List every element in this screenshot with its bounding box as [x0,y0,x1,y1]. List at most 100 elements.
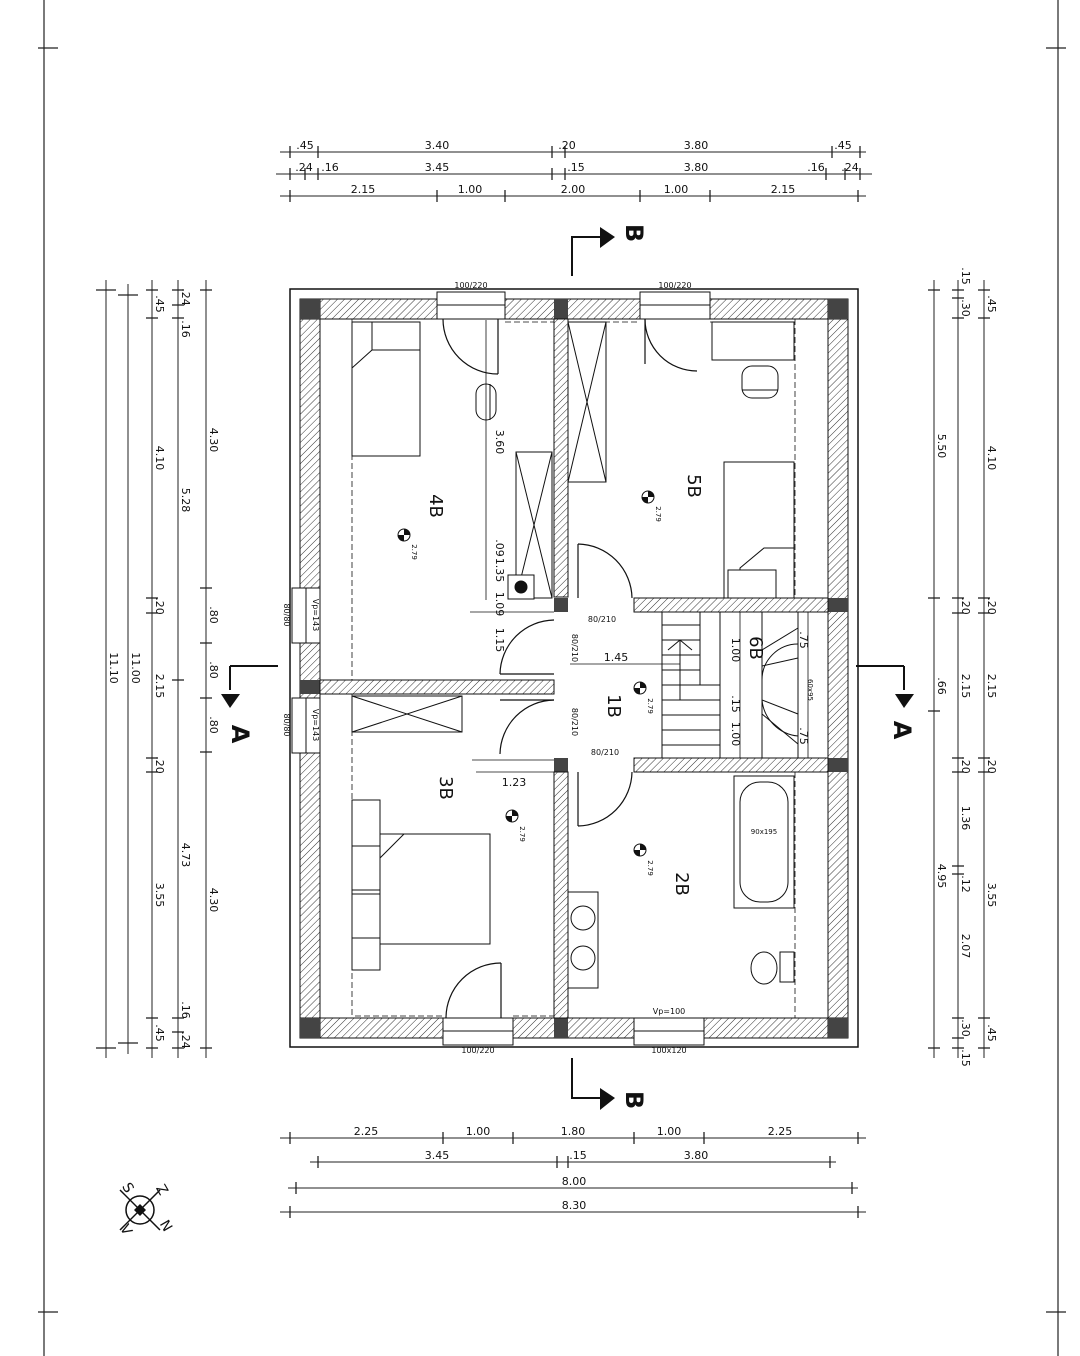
dim-label: .24 [295,161,313,174]
dim-label: 8.00 [562,1175,587,1188]
dim-label: 1.09 [493,592,506,617]
bed-4b [351,321,421,457]
room-label-5b: 5B [683,474,704,498]
dim-label: .15 [959,267,972,285]
dim-label: .66 [935,677,948,695]
dim-label: 1.15 [493,628,506,653]
dim-label: .45 [834,139,852,152]
dim-label: 4.30 [207,888,220,913]
dim-label: .75 [797,631,810,649]
opening-label: Vp=143 [311,599,320,632]
section-markers [229,236,905,1099]
section-label-a-right: A [888,721,916,740]
dim-label: .24 [841,161,859,174]
opening-label: 80/80 [282,603,291,626]
desk-5b [711,321,795,361]
top-dimensions [276,146,872,202]
opening-label: 80/210 [588,615,616,624]
dim-label: 3.45 [425,1149,450,1162]
dim-label: 2.15 [985,674,998,699]
dim-label: .20 [153,597,166,615]
compass-letter: N [156,1217,175,1234]
dim-label: 3.55 [985,883,998,908]
opening-label: 100x120 [651,1046,686,1055]
dim-label: 11.10 [107,652,120,684]
interior-dimension-lines [470,320,809,773]
dim-label: 4.73 [179,843,192,868]
section-arrows [221,227,914,1110]
dim-label: .45 [985,1024,998,1042]
dim-label: 1.80 [561,1125,586,1138]
section-label-b-top: B [620,224,648,242]
opening-label: 80/210 [570,708,579,736]
dim-label: 4.10 [153,446,166,471]
dim-label: .24 [179,288,192,306]
opening-label: 80/210 [591,748,619,757]
dim-label: 2.25 [768,1125,793,1138]
dim-label: 2.15 [771,183,796,196]
dim-label: 3.55 [153,883,166,908]
dim-label: 1.00 [466,1125,491,1138]
dim-label: 3.80 [684,161,709,174]
dim-label: 3.80 [684,1149,709,1162]
compass-letter: V [116,1222,135,1239]
level-label: 2.79 [410,544,418,560]
dim-label: .15 [567,161,585,174]
dim-label: 4.30 [207,428,220,453]
room-labels: 4B 5B 6B 1B 3B 2B [425,474,766,896]
dim-label: .15 [569,1149,587,1162]
level-marker-icon [633,681,647,695]
level-marker-icon [633,843,647,857]
level-marker-icon [397,528,411,542]
dim-label: .45 [153,1024,166,1042]
level-markers: 2.79 2.79 2.79 2.79 2.79 [397,490,662,876]
toilet [750,951,778,985]
level-label: 2.79 [518,826,526,842]
level-label: 2.79 [646,698,654,714]
dim-label: 3.60 [493,430,506,455]
dim-label: 1.00 [664,183,689,196]
dim-label: 8.30 [562,1199,587,1212]
window-glass [305,304,710,1032]
interior-walls [319,318,829,1019]
chair-5b [741,365,779,399]
dim-label: .16 [807,161,825,174]
dim-label: .20 [959,597,972,615]
sink-1 [570,905,596,931]
dim-label: .30 [959,1019,972,1037]
interior-dimension-labels: 3.60 .09 1.35 1.09 1.15 1.45 1.23 1.00 .… [493,430,814,836]
dim-label: 2.15 [959,674,972,699]
opening-label: 80/80 [282,713,291,736]
bottom-dimensions [280,1132,866,1218]
dim-label: 1.00 [729,722,742,747]
dim-label: 1.36 [959,806,972,831]
dim-label: .80 [207,606,220,624]
dim-label: .09 [493,539,506,557]
section-label-a-left: A [226,725,254,744]
dim-label: 1.23 [502,776,527,789]
dim-label: .20 [558,139,576,152]
dim-label: .20 [153,756,166,774]
dim-label: .15 [959,1049,972,1067]
right-dimension-labels: 5.50 .66 4.95 .15 .30 .20 2.15 .20 1.36 … [935,267,998,1067]
dim-label: 4.95 [935,864,948,889]
top-dimension-labels: .45 3.40 .20 3.80 .45 .24 .16 3.45 .15 3… [295,139,859,196]
opening-label: Vp=100 [653,1007,686,1016]
dim-label: .12 [959,875,972,893]
doors [442,318,698,1019]
dim-label: .45 [153,295,166,313]
dim-label: 2.15 [351,183,376,196]
dim-label: 2.00 [561,183,586,196]
level-marker-icon [641,490,655,504]
dim-label: .24 [179,1031,192,1049]
level-label: 2.79 [654,506,662,522]
dim-label: 60x95 [806,679,814,701]
dim-label: .16 [179,320,192,338]
room-label-3b: 3B [435,776,456,800]
dim-label: .30 [959,299,972,317]
dim-label: .20 [959,756,972,774]
dim-label: 3.45 [425,161,450,174]
dim-label: 3.40 [425,139,450,152]
opening-labels: 100/220 100/220 100/220 100x120 Vp=100 8… [282,281,692,1055]
